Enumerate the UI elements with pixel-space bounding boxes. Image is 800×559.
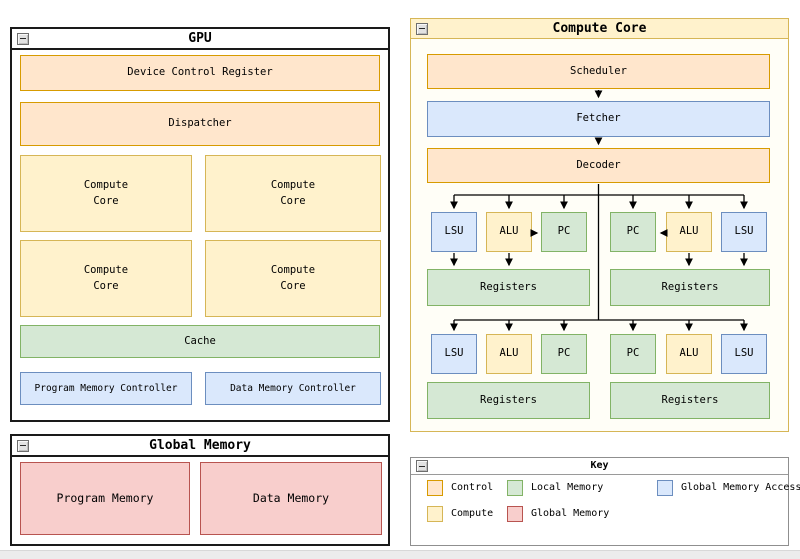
registers-label: Registers (480, 393, 537, 406)
program-memory-controller-box: Program Memory Controller (20, 372, 192, 405)
pc-label: PC (626, 225, 640, 238)
alu-box-thread3: ALU (486, 334, 532, 374)
global-memory-access-key-label: Global Memory Access (681, 482, 800, 493)
lsu-box-thread3: LSU (431, 334, 477, 374)
compute-core-label: Compute Core (270, 179, 316, 207)
program-memory-controller-label: Program Memory Controller (34, 382, 178, 394)
minimize-icon[interactable] (17, 32, 29, 45)
control-color-swatch (427, 480, 443, 496)
data-memory-controller-box: Data Memory Controller (205, 372, 381, 405)
pc-box-thread2: PC (610, 212, 656, 252)
pc-label: PC (557, 225, 571, 238)
registers-box-thread2: Registers (610, 269, 770, 306)
data-memory-box: Data Memory (200, 462, 382, 535)
compute-core-box-3: Compute Core (20, 240, 192, 317)
compute-core-window-titlebar: Compute Core (411, 19, 788, 39)
data-memory-controller-label: Data Memory Controller (230, 382, 356, 394)
lsu-box-thread2: LSU (721, 212, 767, 252)
compute-core-box-4: Compute Core (205, 240, 381, 317)
global-memory-access-color-swatch (657, 480, 673, 496)
key-window-title: Key (590, 460, 609, 471)
alu-label: ALU (679, 225, 699, 238)
alu-box-thread4: ALU (666, 334, 712, 374)
global-memory-color-swatch (507, 506, 523, 522)
pc-box-thread1: PC (541, 212, 587, 252)
lsu-label: LSU (734, 347, 754, 360)
cache-box: Cache (20, 325, 380, 358)
pc-box-thread3: PC (541, 334, 587, 374)
decoder-label: Decoder (576, 158, 621, 171)
global-memory-window-title: Global Memory (149, 438, 251, 453)
scheduler-box: Scheduler (427, 54, 770, 89)
gpu-window-title: GPU (188, 31, 212, 46)
lsu-label: LSU (444, 225, 464, 238)
compute-core-window-title: Compute Core (552, 21, 647, 36)
key-window: Key Control Local Memory Global Memory A… (410, 457, 800, 546)
lsu-label: LSU (734, 225, 754, 238)
compute-color-swatch (427, 506, 443, 522)
fetcher-label: Fetcher (576, 112, 621, 125)
control-key-label: Control (451, 482, 494, 493)
compute-key-label: Compute (451, 508, 494, 519)
pc-box-thread4: PC (610, 334, 656, 374)
compute-core-window: Compute Core Scheduler Fetcher Decoder L… (410, 18, 789, 432)
lsu-box-thread4: LSU (721, 334, 767, 374)
page-bottom-edge (0, 550, 800, 559)
minus-glyph (20, 445, 26, 446)
compute-core-label: Compute Core (270, 264, 316, 292)
gpu-window: GPU Device Control Register Dispatcher C… (10, 27, 390, 422)
cache-label: Cache (184, 334, 216, 347)
minimize-icon[interactable] (416, 460, 428, 472)
pc-label: PC (626, 347, 640, 360)
fetcher-box: Fetcher (427, 101, 770, 137)
alu-box-thread1: ALU (486, 212, 532, 252)
alu-label: ALU (499, 347, 519, 360)
compute-core-box-1: Compute Core (20, 155, 192, 232)
global-memory-key-label: Global Memory (531, 508, 610, 519)
dispatcher-label: Dispatcher (168, 117, 232, 130)
local-memory-color-swatch (507, 480, 523, 496)
minus-glyph (20, 38, 26, 39)
device-control-register-label: Device Control Register (127, 66, 273, 79)
gpu-window-titlebar: GPU (12, 29, 388, 50)
alu-label: ALU (499, 225, 519, 238)
pc-label: PC (557, 347, 571, 360)
global-memory-window-titlebar: Global Memory (12, 436, 388, 457)
compute-core-box-2: Compute Core (205, 155, 381, 232)
minus-glyph (419, 465, 425, 467)
local-memory-key-label: Local Memory (531, 482, 604, 493)
registers-box-thread3: Registers (427, 382, 590, 419)
registers-label: Registers (480, 280, 537, 293)
registers-label: Registers (661, 280, 719, 293)
registers-box-thread4: Registers (610, 382, 770, 419)
alu-box-thread2: ALU (666, 212, 712, 252)
minimize-icon[interactable] (17, 439, 29, 452)
minus-glyph (419, 28, 425, 29)
lsu-label: LSU (444, 347, 464, 360)
decoder-box: Decoder (427, 148, 770, 183)
program-memory-box: Program Memory (20, 462, 190, 535)
dispatcher-box: Dispatcher (20, 102, 380, 146)
program-memory-label: Program Memory (56, 491, 154, 506)
compute-core-label: Compute Core (83, 179, 129, 207)
compute-core-label: Compute Core (83, 264, 129, 292)
minimize-icon[interactable] (416, 22, 428, 35)
global-memory-window: Global Memory Program Memory Data Memory (10, 434, 390, 546)
key-window-titlebar: Key (411, 458, 788, 475)
lsu-box-thread1: LSU (431, 212, 477, 252)
alu-label: ALU (679, 347, 699, 360)
scheduler-label: Scheduler (570, 64, 627, 77)
registers-box-thread1: Registers (427, 269, 590, 306)
data-memory-label: Data Memory (252, 491, 330, 506)
device-control-register-box: Device Control Register (20, 55, 380, 91)
registers-label: Registers (661, 393, 719, 406)
